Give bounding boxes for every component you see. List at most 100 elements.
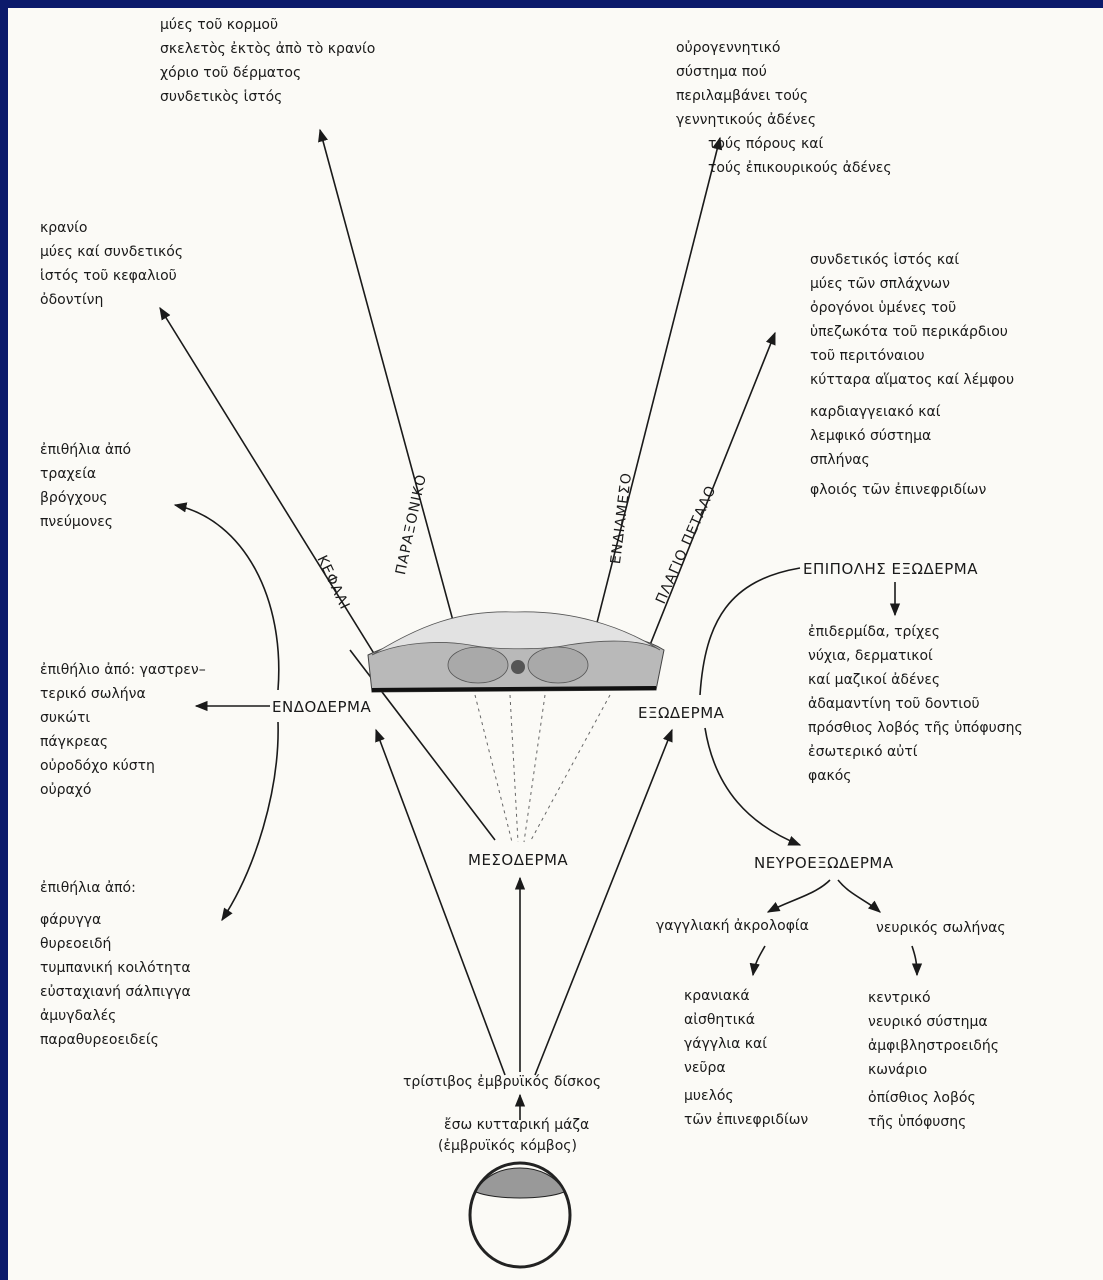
list-item: ἐπιδερμίδα, τρίχες bbox=[808, 624, 941, 640]
list-item: θυρεοειδή bbox=[40, 936, 112, 952]
list-item: τούς ἐπικουρικούς ἀδένες bbox=[708, 160, 892, 176]
blastocyst bbox=[468, 1161, 572, 1269]
list-item: τῆς ὑπόφυσης bbox=[868, 1114, 967, 1130]
neural-tube-list: κεντρικό νευρικό σύστημα ἀμφιβληστροειδή… bbox=[868, 986, 999, 1134]
list-item: ἐπιθήλιο ἀπό: γαστρεν– bbox=[40, 662, 206, 678]
inner-mass-label-1: ἔσω κυτταρική μάζα bbox=[444, 1117, 590, 1133]
diagram-sheet: μύες τοῦ κορμοῦ σκελετὸς ἐκτὸς ἀπὸ τὸ κρ… bbox=[8, 8, 1103, 1280]
list-item: τῶν ἐπινεφριδίων bbox=[684, 1112, 809, 1128]
diagram-graphics bbox=[159, 128, 923, 1269]
list-item: βρόγχους bbox=[40, 490, 108, 506]
list-item: οὐροδόχο κύστη bbox=[40, 758, 155, 774]
arrow-crest-items bbox=[749, 945, 766, 977]
list-item: συνδετικὸς ἱστός bbox=[160, 89, 283, 105]
list-item: πνεύμονες bbox=[40, 514, 113, 530]
list-item: μύες τοῦ κορμοῦ bbox=[160, 17, 279, 33]
list-item: οὐρογεννητικό bbox=[676, 40, 781, 56]
list-item: σύστημα πού bbox=[676, 64, 767, 80]
list-item: ὀρογόνοι ὑμένες τοῦ bbox=[810, 300, 957, 316]
list-item: γεννητικούς ἀδένες bbox=[676, 112, 817, 128]
list-item: ἱστός τοῦ κεφαλιοῦ bbox=[40, 268, 177, 284]
list-item: κρανίο bbox=[40, 220, 88, 236]
arrow-lateral bbox=[639, 331, 776, 671]
slide-border-top bbox=[0, 0, 1103, 8]
list-item: μύες τῶν σπλάχνων bbox=[810, 276, 950, 292]
list-item: νύχια, δερματικοί bbox=[808, 648, 933, 664]
left-pharynx-list: ἐπιθήλια ἀπό: φάρυγγα θυρεοειδή τυμπανικ… bbox=[40, 876, 191, 1052]
list-item: νευρικό σύστημα bbox=[868, 1014, 988, 1030]
list-item: ὀπίσθιος λοβός bbox=[868, 1090, 976, 1106]
arrow-disc-endo bbox=[375, 728, 506, 1076]
list-item: νεῦρα bbox=[684, 1060, 726, 1076]
arrow-head bbox=[159, 306, 379, 661]
arrow-disc-ecto bbox=[534, 728, 673, 1076]
arrows bbox=[159, 128, 923, 1120]
list-item: παραθυρεοειδείς bbox=[40, 1032, 159, 1048]
neural-crest-list: κρανιακά αἰσθητικά γάγγλια καί νεῦρα μυε… bbox=[684, 984, 808, 1132]
arrow-endo-pharynx bbox=[221, 721, 279, 922]
list-item: σκελετὸς ἐκτὸς ἀπὸ τὸ κρανίο bbox=[160, 41, 376, 57]
right-lateral-list: συνδετικός ἱστός καί μύες τῶν σπλάχνων ὀ… bbox=[810, 248, 1014, 502]
list-item: ὑπεζωκότα τοῦ περικάρδιου bbox=[810, 324, 1008, 340]
list-item: τοῦ περιτόναιου bbox=[810, 348, 925, 364]
list-item: φλοιός τῶν ἐπινεφριδίων bbox=[810, 482, 987, 498]
arrow-endo-resp bbox=[173, 502, 280, 691]
list-item: κωνάριο bbox=[868, 1062, 928, 1078]
list-item: πρόσθιος λοβός τῆς ὑπόφυσης bbox=[808, 720, 1023, 736]
surface-ecto-title: ΕΠΙΠΟΛΗΣ ΕΞΩΔΕΡΜΑ bbox=[803, 560, 978, 578]
list-item: γάγγλια καί bbox=[684, 1036, 768, 1052]
neural-tube-label: νευρικός σωλήνας bbox=[876, 920, 1006, 936]
notochord bbox=[511, 660, 525, 674]
list-item: οὐραχό bbox=[40, 782, 92, 798]
list-item: μύες καί συνδετικός bbox=[40, 244, 184, 260]
surface-ecto-list: ἐπιδερμίδα, τρίχες νύχια, δερματικοί καί… bbox=[808, 620, 1023, 788]
list-item: φάρυγγα bbox=[40, 912, 102, 928]
list-item: μυελός bbox=[684, 1088, 734, 1104]
list-item: τερικό σωλήνα bbox=[40, 686, 146, 702]
list-item: κεντρικό bbox=[868, 990, 931, 1006]
list-item: αἰσθητικά bbox=[684, 1012, 755, 1028]
left-head-list: κρανίο μύες καί συνδετικός ἱστός τοῦ κεφ… bbox=[40, 216, 183, 312]
list-item: τραχεία bbox=[40, 466, 97, 482]
list-item: τούς πόρους καί bbox=[708, 136, 824, 152]
list-item: ἐπιθήλια ἀπό bbox=[40, 442, 132, 458]
top-right-list: οὐρογεννητικό σύστημα πού περιλαμβάνει τ… bbox=[676, 36, 892, 180]
list-item: ἀδαμαντίνη τοῦ δοντιοῦ bbox=[808, 696, 980, 712]
arrow-ecto-neuro bbox=[704, 727, 802, 846]
ectoderm-label: ΕΞΩΔΕΡΜΑ bbox=[638, 704, 725, 722]
inner-mass-label-2: (ἐμβρυϊκός κόμβος) bbox=[438, 1138, 577, 1154]
list-item: πάγκρεας bbox=[40, 734, 109, 750]
top-center-list: μύες τοῦ κορμοῦ σκελετὸς ἐκτὸς ἀπὸ τὸ κρ… bbox=[160, 13, 375, 109]
list-item: ὀδοντίνη bbox=[40, 292, 104, 308]
arrow-neural-crest bbox=[766, 879, 831, 913]
endoderm-label: ΕΝΔΟΔΕΡΜΑ bbox=[272, 698, 372, 716]
list-item: φακός bbox=[808, 768, 852, 784]
embryonic-disc bbox=[367, 611, 665, 693]
list-item: τυμπανική κοιλότητα bbox=[40, 960, 191, 976]
list-item: εὐσταχιανή σάλπιγγα bbox=[40, 984, 191, 1000]
list-item: χόριο τοῦ δέρματος bbox=[160, 65, 302, 81]
list-item: ἀμφιβληστροειδής bbox=[868, 1038, 999, 1054]
left-gut-list: ἐπιθήλιο ἀπό: γαστρεν– τερικό σωλήνα συκ… bbox=[40, 658, 206, 802]
list-item: λεμφικό σύστημα bbox=[810, 428, 932, 444]
list-item: συνδετικός ἱστός καί bbox=[810, 252, 960, 268]
list-item: σπλήνας bbox=[810, 452, 870, 468]
dotted-lines bbox=[474, 694, 611, 843]
left-resp-list: ἐπιθήλια ἀπό τραχεία βρόγχους πνεύμονες bbox=[40, 438, 131, 534]
list-item: συκώτι bbox=[40, 710, 91, 726]
arrow-tube-items bbox=[911, 945, 923, 977]
arrow-neural-tube bbox=[837, 879, 881, 913]
neuroecto-label: ΝΕΥΡΟΕΞΩΔΕΡΜΑ bbox=[754, 854, 894, 872]
list-item: ἐσωτερικό αὐτί bbox=[808, 744, 918, 760]
list-item: ἐπιθήλια ἀπό: bbox=[40, 880, 136, 896]
trilaminar-label: τρίστιβος ἐμβρυϊκός δίσκος bbox=[403, 1074, 602, 1090]
arrow-paraxial bbox=[318, 128, 466, 666]
neural-crest-label: γαγγλιακή ἀκρολοφία bbox=[656, 918, 809, 934]
arrow-intermediate bbox=[584, 136, 723, 671]
list-item: καί μαζικοί ἀδένες bbox=[808, 672, 941, 688]
list-item: περιλαμβάνει τούς bbox=[676, 88, 809, 104]
list-item: ἀμυγδαλές bbox=[40, 1008, 117, 1024]
list-item: καρδιαγγειακό καί bbox=[810, 404, 941, 420]
list-item: κρανιακά bbox=[684, 988, 750, 1004]
arrow-ecto-surface bbox=[699, 567, 801, 696]
